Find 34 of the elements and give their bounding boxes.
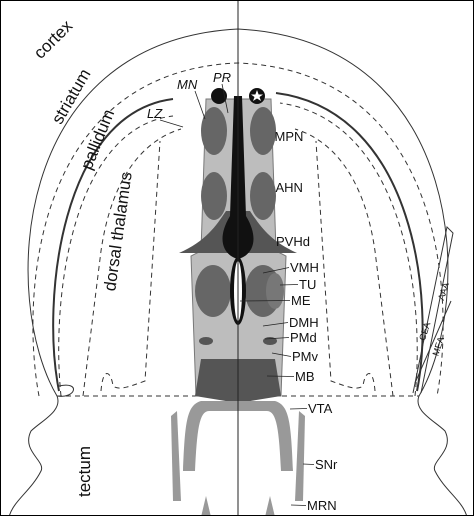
region-label: dorsal thalamus [101,170,135,292]
leader-line [262,322,288,326]
structure-label: AAA [436,281,452,301]
structure-label: MEA [431,335,446,357]
leader-line [222,84,228,114]
structure-label: MPN [274,130,304,142]
structure-label: MB [295,370,314,383]
structure-label: CEA [418,320,432,342]
structure-label: MN [177,78,198,91]
structure-label: DMH [289,316,319,329]
structure-label: PMv [292,350,318,363]
leader-line [272,352,292,357]
structure-label: PMd [290,331,317,344]
leader-line [302,464,314,465]
structure-label: LZ [147,107,162,120]
leader-line [290,408,308,410]
leader-line [262,267,290,274]
leader-line [264,337,290,340]
leader-line [160,120,184,128]
structure-label: ME [291,294,310,307]
structure-label: VMH [290,261,319,274]
structure-label: MRN [307,499,337,512]
structure-label: AHN [276,180,303,194]
structure-label: VTA [308,402,332,415]
leader-line [266,376,294,377]
leader-line [280,284,298,286]
structure-label: PR [213,71,232,84]
structure-label: PVHd [276,234,310,248]
leader-line [290,504,306,506]
structure-label: TU [299,278,316,291]
leader-line [240,300,290,302]
leader-line [194,90,206,120]
structure-label: SNr [315,458,338,471]
region-label: tectum [76,445,93,497]
